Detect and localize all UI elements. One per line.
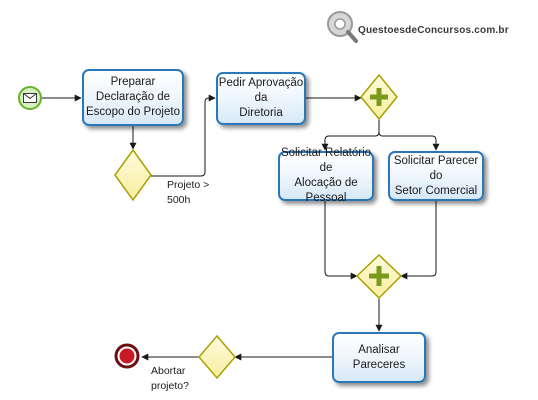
plus-icon — [370, 88, 388, 106]
logo-icon — [327, 11, 358, 43]
parallel-gateway-join — [355, 253, 403, 300]
task-analisar-pareceres[interactable]: Analisar Pareceres — [332, 332, 426, 383]
exclusive-gateway-abortar — [198, 334, 236, 380]
task-label: Preparar Declaração de Escopo do Projeto — [86, 76, 180, 118]
flow-gw-split-to-parecer — [378, 118, 440, 151]
watermark-logo: QuestoesdeConcursos.com.br — [322, 8, 532, 44]
task-label: Pedir Aprovação da Diretoria — [218, 77, 304, 119]
task-solicitar-parecer[interactable]: Solicitar Parecer do Setor Comercial — [388, 151, 484, 201]
end-event — [114, 343, 140, 369]
task-label: Solicitar Parecer do Setor Comercial — [393, 154, 479, 197]
sequence-flows — [42, 94, 440, 361]
plus-icon — [369, 266, 389, 286]
parallel-gateway-split — [360, 73, 398, 121]
task-label: Solicitar Relatório de Alocação de Pesso… — [280, 147, 372, 204]
envelope-icon — [23, 93, 37, 103]
task-solicitar-relatorio[interactable]: Solicitar Relatório de Alocação de Pesso… — [278, 147, 374, 204]
edge-label-projeto-500h: Projeto > 500h — [167, 179, 210, 206]
start-event — [18, 86, 42, 110]
exclusive-gateway-projeto — [114, 148, 152, 202]
flow-relatorio-to-gw-join — [324, 200, 358, 280]
flow-parecer-to-gw-join — [400, 200, 437, 280]
watermark-text: QuestoesdeConcursos.com.br — [358, 25, 509, 36]
flow-gw-projeto-to-pedir — [151, 94, 216, 177]
task-preparar-declaracao[interactable]: Preparar Declaração de Escopo do Projeto — [82, 69, 184, 126]
task-pedir-aprovacao[interactable]: Pedir Aprovação da Diretoria — [216, 72, 306, 125]
task-label: Analisar Pareceres — [352, 343, 406, 371]
edge-label-abortar-projeto: Abortar projeto? — [151, 365, 189, 392]
